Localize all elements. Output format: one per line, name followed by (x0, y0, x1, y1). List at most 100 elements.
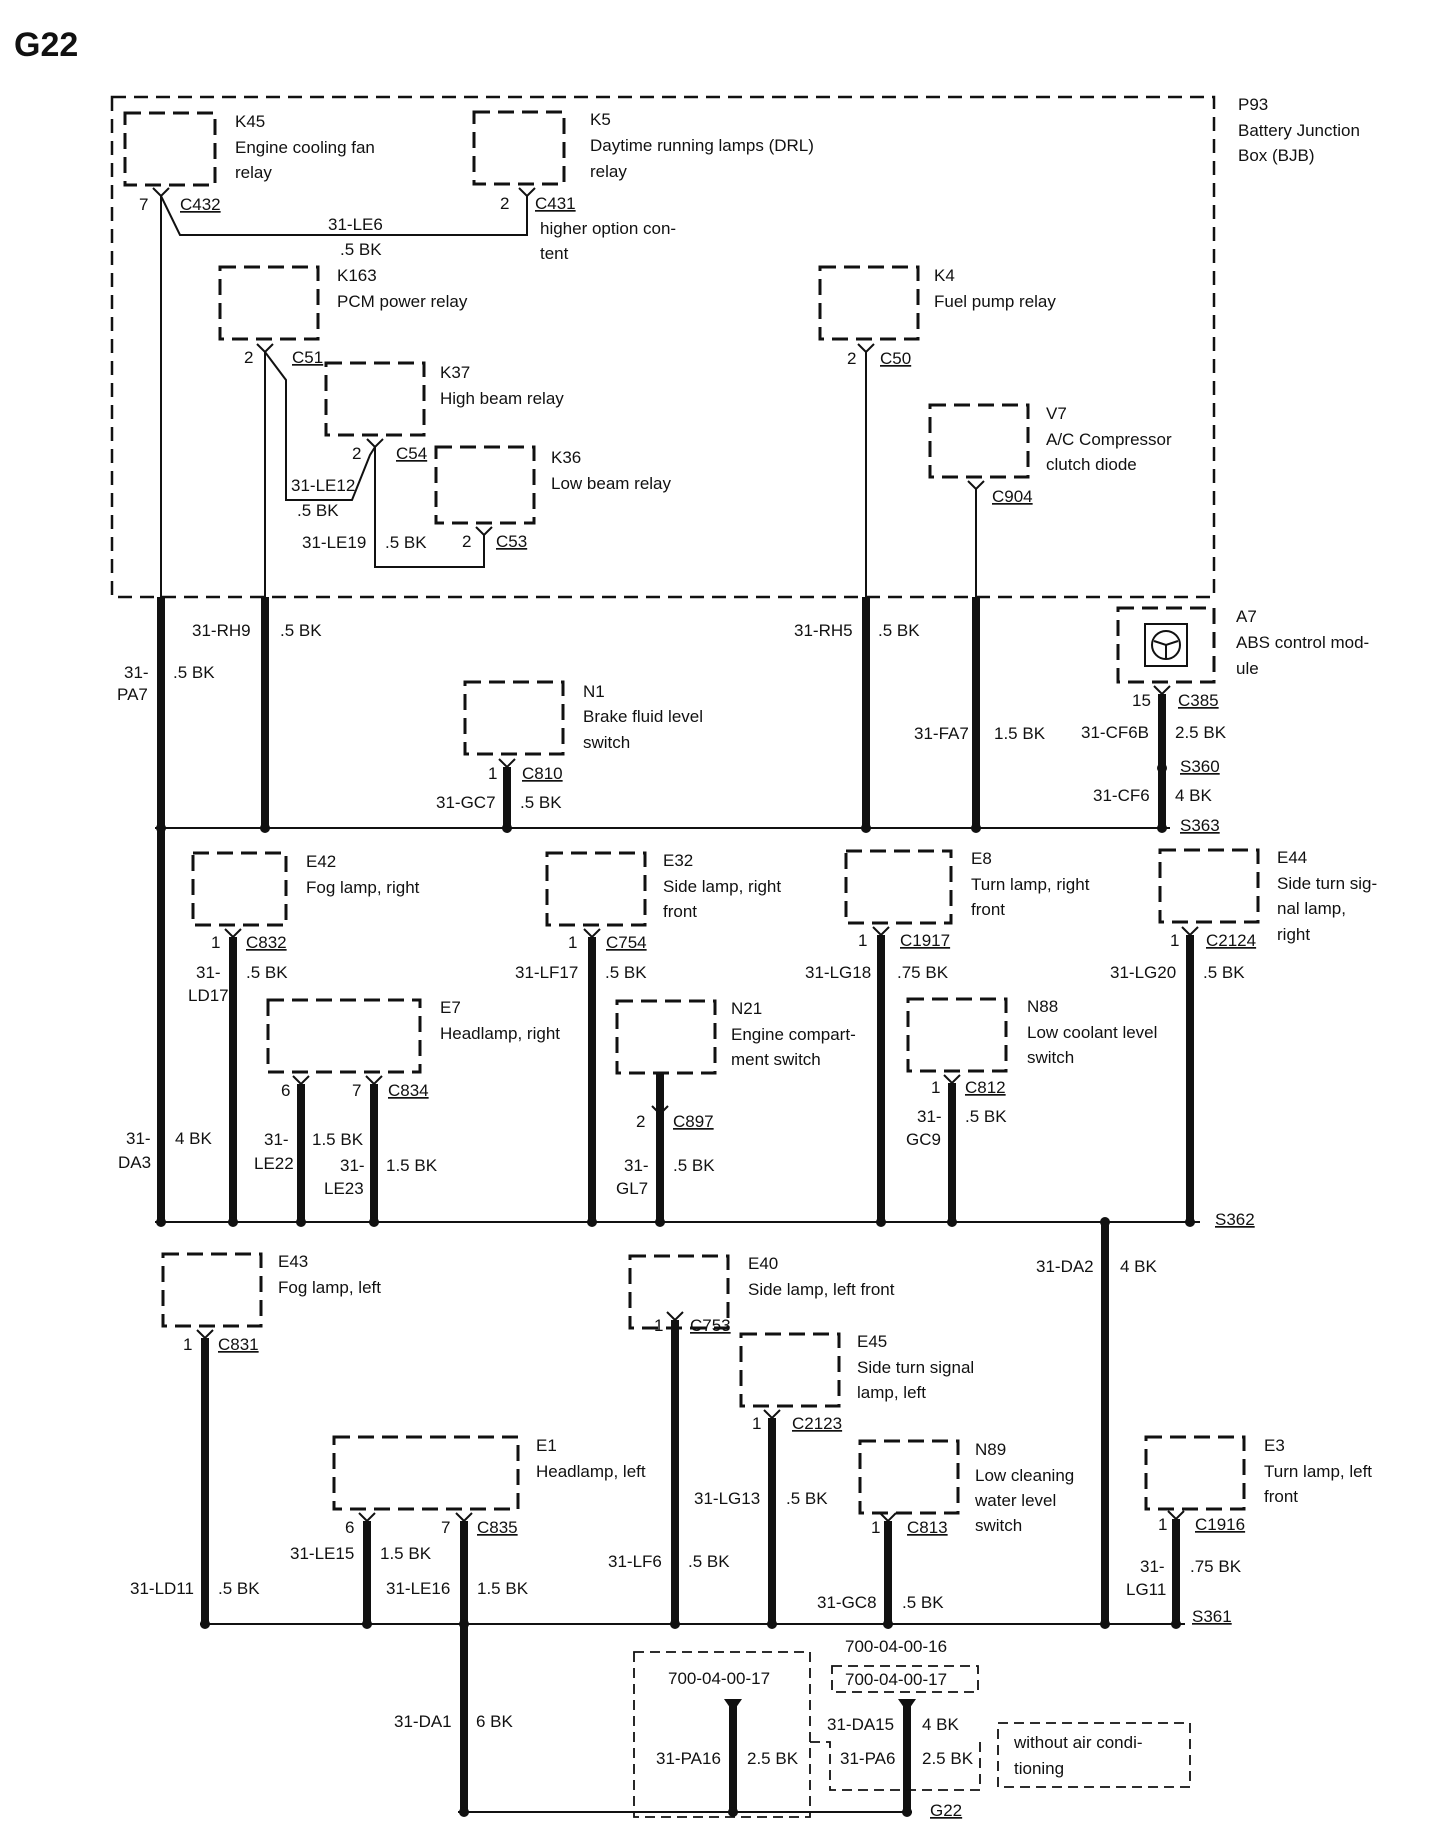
k5-pin: 2 (500, 194, 509, 213)
higher-option-note: higher option con- (540, 219, 676, 238)
e45-connector: C2123 (792, 1414, 842, 1433)
e45-side-turn-lamp-box (739, 1332, 841, 1408)
wire-le23-id: 31- (340, 1156, 365, 1175)
splice-dot (362, 1619, 372, 1629)
n88-switch-box (906, 997, 1008, 1073)
wire-rh9-size: .5 BK (280, 621, 322, 640)
k45-pin: 7 (139, 195, 148, 214)
n21-id: N21 (731, 999, 762, 1018)
wire-lf17-size: .5 BK (605, 963, 647, 982)
k4-pin: 2 (847, 349, 856, 368)
k163-id: K163 (337, 266, 377, 285)
e1-headlamp-box (332, 1435, 520, 1511)
k163-pin: 2 (244, 348, 253, 367)
wire-lf17-id: 31-LF17 (515, 963, 578, 982)
e45-label: Side turn signal (857, 1358, 974, 1377)
e3-id: E3 (1264, 1436, 1285, 1455)
k5-connector: C431 (535, 194, 576, 213)
e42-fog-lamp-box (191, 851, 288, 927)
wire-da3-size: 4 BK (175, 1129, 213, 1148)
splice-dot (200, 1619, 210, 1629)
bjb-name: Battery Junction (1238, 121, 1360, 140)
n88-label: switch (1027, 1048, 1074, 1067)
wire-le12 (264, 351, 376, 501)
e1-connector: C835 (477, 1518, 518, 1537)
n21-label: Engine compart- (731, 1025, 856, 1044)
n88-id: N88 (1027, 997, 1058, 1016)
wire-lg11-size: .75 BK (1190, 1557, 1242, 1576)
e3-label: front (1264, 1487, 1298, 1506)
wire-lg18-id: 31-LG18 (805, 963, 871, 982)
wire-rh5-size: .5 BK (878, 621, 920, 640)
pin-arrow (365, 1075, 383, 1086)
wire-da2-id: 31-DA2 (1036, 1257, 1094, 1276)
splice-dot (902, 1807, 912, 1817)
splice-dot (296, 1217, 306, 1227)
wire-le12-size: .5 BK (297, 501, 339, 520)
splice-dot (369, 1217, 379, 1227)
wire-le12-id: 31-LE12 (291, 476, 355, 495)
n1-switch-box (463, 680, 565, 756)
wire-le19-size: .5 BK (385, 533, 427, 552)
wire-pa6-id: 31-PA6 (840, 1749, 895, 1768)
reference-box-left (633, 1651, 811, 1818)
pin-arrow (1167, 1510, 1185, 1521)
option-divider (810, 1741, 981, 1791)
n21-pin: 2 (636, 1112, 645, 1131)
k45-label: Engine cooling fan (235, 138, 375, 157)
wire-lf6-size: .5 BK (688, 1552, 730, 1571)
a7-module-symbol (1144, 623, 1188, 667)
e44-id: E44 (1277, 848, 1307, 867)
pin-arrow (666, 1311, 684, 1322)
e42-connector: C832 (246, 933, 287, 952)
pin-arrow (475, 526, 493, 537)
v7-id: V7 (1046, 404, 1067, 423)
e7-label: Headlamp, right (440, 1024, 560, 1043)
n88-label: Low coolant level (1027, 1023, 1157, 1042)
e8-label: Turn lamp, right (971, 875, 1090, 894)
pin-arrow (583, 928, 601, 939)
splice-dot (260, 823, 270, 833)
wire-cf6-id: 31-CF6 (1093, 786, 1150, 805)
wire-da15-size: 4 BK (922, 1715, 960, 1734)
splice-s360: S360 (1180, 757, 1220, 776)
page-title: G22 (14, 26, 79, 64)
n89-label: switch (975, 1516, 1022, 1535)
wire-lg20-size: .5 BK (1203, 963, 1245, 982)
wire-gl7-size: .5 BK (673, 1156, 715, 1175)
e40-label: Side lamp, left front (748, 1280, 895, 1299)
k36-id: K36 (551, 448, 581, 467)
pin-arrow (256, 343, 274, 354)
splice-dot (502, 823, 512, 833)
wire-da1-id: 31-DA1 (394, 1712, 452, 1731)
wire-fa7-id: 31-FA7 (914, 724, 969, 743)
e45-label: lamp, left (857, 1383, 926, 1402)
wire-lg11-id: 31- (1140, 1557, 1165, 1576)
e7-pin-7: 7 (352, 1081, 361, 1100)
pin-arrow (358, 1512, 376, 1523)
v7-diode-box (928, 403, 1030, 479)
wire-rh5-id: 31-RH5 (794, 621, 853, 640)
n88-pin: 1 (931, 1078, 940, 1097)
steering-wheel-icon (1153, 640, 1179, 658)
e3-connector: C1916 (1195, 1515, 1245, 1534)
splice-dot (655, 1217, 665, 1227)
wire-le19-id: 31-LE19 (302, 533, 366, 552)
e42-label: Fog lamp, right (306, 878, 420, 897)
e45-id: E45 (857, 1332, 887, 1351)
n89-id: N89 (975, 1440, 1006, 1459)
wire-gc9-id: 31- (917, 1107, 942, 1126)
splice-dot (1185, 1217, 1195, 1227)
e42-pin: 1 (211, 933, 220, 952)
v7-connector: C904 (992, 487, 1033, 506)
k36-pin: 2 (462, 532, 471, 551)
e44-label: Side turn sig- (1277, 874, 1377, 893)
reference-box-right (831, 1665, 979, 1693)
e32-side-lamp-box (545, 851, 647, 927)
wire-gc7-id: 31-GC7 (436, 793, 496, 812)
wire-lg13-size: .5 BK (786, 1489, 828, 1508)
v7-label: clutch diode (1046, 455, 1137, 474)
bjb-id: P93 (1238, 95, 1268, 114)
e1-pin-6: 6 (345, 1518, 354, 1537)
